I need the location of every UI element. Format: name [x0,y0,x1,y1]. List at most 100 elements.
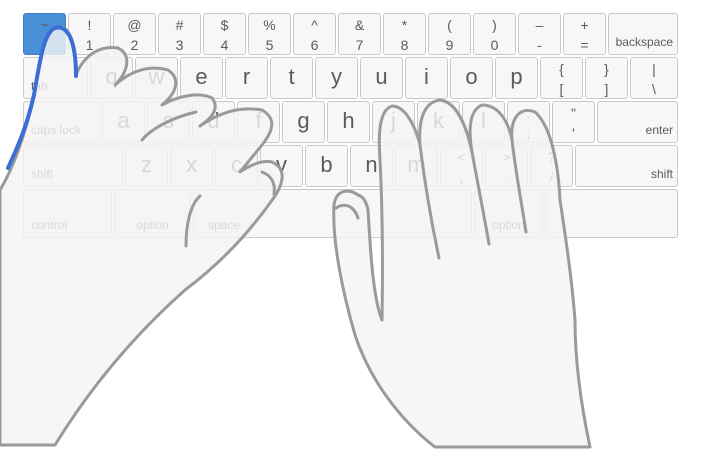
key-quote[interactable]: "' [552,101,595,143]
key-control[interactable]: control [23,189,112,238]
key-k[interactable]: k [417,101,460,143]
key-0[interactable]: )0 [473,13,516,55]
key-semicolon[interactable]: :; [507,101,550,143]
key-4[interactable]: $4 [203,13,246,55]
key-6-top-label: ^ [311,17,318,33]
key-7-bottom-label: 7 [355,37,364,53]
key-t-main-label: t [288,64,295,89]
key-rshift-label-label: shift [650,167,673,181]
key-n-main-label: n [365,152,378,177]
key-o[interactable]: o [450,57,493,99]
key-z[interactable]: z [125,145,168,187]
key-j[interactable]: j [372,101,415,143]
key-x[interactable]: x [170,145,213,187]
key-7[interactable]: &7 [338,13,381,55]
key-y[interactable]: y [315,57,358,99]
key-2[interactable]: @2 [113,13,156,55]
key-period-top-label: > [502,149,511,165]
key-capslock[interactable]: caps lock [23,101,100,143]
key-g[interactable]: g [282,101,325,143]
key-a-main-label: a [117,108,130,133]
key-5-bottom-label: 5 [265,37,274,53]
key-i[interactable]: i [405,57,448,99]
key-u-main-label: u [375,64,388,89]
key-b[interactable]: b [305,145,348,187]
key-comma-top-label: < [457,149,466,165]
key-u[interactable]: u [360,57,403,99]
key-3[interactable]: #3 [158,13,201,55]
key-rshift[interactable]: shift [575,145,678,187]
key-equals[interactable]: += [563,13,606,55]
key-p[interactable]: p [495,57,538,99]
key-comma-bottom-label: , [459,169,464,185]
key-v[interactable]: v [260,145,303,187]
key-semicolon-top-label: : [526,105,531,121]
key-k-main-label: k [433,108,444,133]
key-backslash-top-label: | [652,61,656,77]
key-r-main-label: r [242,64,251,89]
key-f-main-label: f [255,108,262,133]
key-blank[interactable] [545,189,678,238]
key-y-main-label: y [331,64,342,89]
key-a[interactable]: a [102,101,145,143]
key-6[interactable]: ^6 [293,13,336,55]
key-rbracket-top-label: } [604,61,609,77]
key-lbracket[interactable]: {[ [540,57,583,99]
key-d[interactable]: d [192,101,235,143]
key-rbracket-bottom-label: ] [604,81,609,97]
key-s[interactable]: s [147,101,190,143]
key-e[interactable]: e [180,57,223,99]
key-enter[interactable]: enter [597,101,678,143]
key-tilde[interactable]: ~` [23,13,66,55]
key-b-main-label: b [320,152,333,177]
key-m[interactable]: m [395,145,438,187]
key-t[interactable]: t [270,57,313,99]
key-n[interactable]: n [350,145,393,187]
key-v-main-label: v [276,152,287,177]
key-space[interactable]: space [193,189,472,238]
key-period-bottom-label: . [504,169,509,185]
key-tilde-bottom-label: ` [42,37,47,53]
key-8[interactable]: *8 [383,13,426,55]
key-rbracket[interactable]: }] [585,57,628,99]
key-g-main-label: g [297,108,310,133]
key-lbracket-bottom-label: [ [559,81,564,97]
key-h[interactable]: h [327,101,370,143]
key-0-top-label: ) [492,17,497,33]
key-w-main-label: w [148,64,165,89]
key-roption-label-label: option [492,218,525,232]
key-7-top-label: & [354,17,365,33]
key-o-main-label: o [465,64,478,89]
key-6-bottom-label: 6 [310,37,319,53]
key-c[interactable]: c [215,145,258,187]
key-slash[interactable]: ?/ [530,145,573,187]
key-capslock-label-label: caps lock [31,123,82,137]
key-slash-top-label: ? [547,149,556,165]
key-lbracket-top-label: { [559,61,564,77]
key-backslash[interactable]: |\ [630,57,678,99]
key-lshift[interactable]: shift [23,145,123,187]
key-1-bottom-label: 1 [85,37,94,53]
key-q[interactable]: q [90,57,133,99]
key-l-main-label: l [481,108,486,133]
key-loption[interactable]: option [114,189,191,238]
key-l[interactable]: l [462,101,505,143]
key-minus-top-label: – [535,17,544,33]
key-lshift-label-label: shift [31,167,54,181]
key-2-top-label: @ [127,17,142,33]
key-5[interactable]: %5 [248,13,291,55]
key-backspace[interactable]: backspace [608,13,678,55]
key-c-main-label: c [231,152,242,177]
key-1[interactable]: !1 [68,13,111,55]
key-period[interactable]: >. [485,145,528,187]
key-f[interactable]: f [237,101,280,143]
key-9[interactable]: (9 [428,13,471,55]
key-r[interactable]: r [225,57,268,99]
key-tab[interactable]: tab [23,57,88,99]
key-w[interactable]: w [135,57,178,99]
key-9-top-label: ( [447,17,452,33]
key-minus[interactable]: –- [518,13,561,55]
key-roption[interactable]: option [474,189,543,238]
key-comma[interactable]: <, [440,145,483,187]
